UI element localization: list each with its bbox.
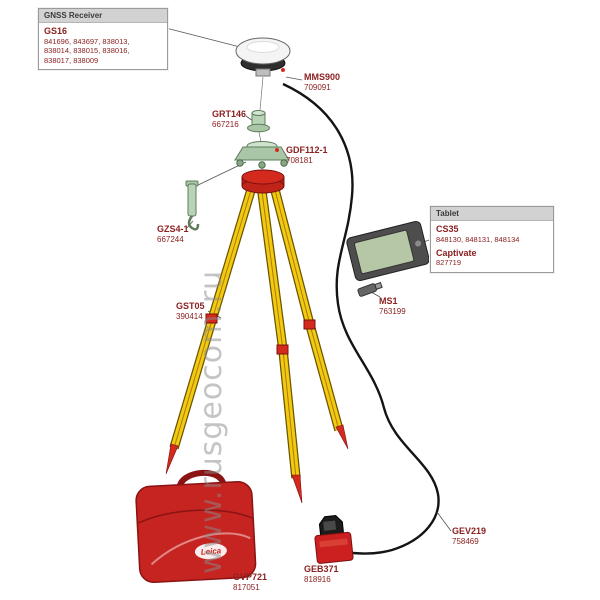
tablet-box-header: Tablet — [431, 207, 553, 221]
receiver-box-header: GNSS Receiver — [39, 9, 167, 23]
grt146-code: 667216 — [212, 119, 239, 129]
ms1-name: MS1 — [379, 296, 398, 306]
grt146-name: GRT146 — [212, 109, 247, 119]
gvp721-case — [135, 469, 257, 584]
label-gzs4: GZS4-1 667244 — [157, 224, 189, 244]
label-gev219: GEV219 758469 — [452, 526, 486, 546]
receiver-model: GS16 — [44, 26, 68, 36]
mms900-name: MMS900 — [304, 72, 341, 82]
receiver-codes-line3: 838017, 838009 — [44, 55, 99, 65]
tablet-device — [346, 221, 430, 281]
label-ms1: MS1 763199 — [379, 296, 406, 316]
geb371-name: GEB371 — [304, 564, 339, 574]
ms1-stick — [357, 281, 383, 297]
ms1-code: 763199 — [379, 306, 406, 316]
gzs4-height-hook — [185, 180, 200, 231]
geb371-battery — [314, 515, 354, 564]
label-grt146: GRT146 667216 — [212, 109, 246, 129]
gev219-name: GEV219 — [452, 526, 487, 536]
gst05-name: GST05 — [176, 301, 205, 311]
gdf112-code: 708181 — [286, 155, 313, 165]
mms900-code: 709091 — [304, 82, 331, 92]
label-gvp721: GVP721 817051 — [233, 572, 267, 592]
receiver-codes-line1: 841696, 843697, 838013, — [44, 37, 130, 46]
gev219-code: 758469 — [452, 536, 479, 546]
gdf112-tribrach — [234, 141, 290, 169]
label-gst05: GST05 390414 — [176, 301, 205, 321]
tablet-model: CS35 — [436, 224, 459, 234]
receiver-codes-line2: 838014, 838015, 838016, — [44, 46, 130, 56]
grt146-carrier — [247, 110, 270, 133]
label-mms900: MMS900 709091 — [304, 72, 340, 92]
gvp721-name: GVP721 — [233, 572, 268, 582]
gdf112-name: GDF112-1 — [286, 145, 328, 155]
tripod — [165, 169, 349, 504]
gnss-antenna — [235, 37, 291, 77]
geb371-code: 818916 — [304, 574, 331, 584]
tablet-codes: 848130, 848131, 848134 — [436, 235, 520, 244]
gst05-code: 390414 — [176, 311, 203, 321]
gzs4-name: GZS4-1 — [157, 224, 189, 234]
tablet-software-code: 827719 — [436, 258, 462, 268]
watermark: www.rusgeocom.ru — [194, 269, 229, 574]
gzs4-code: 667244 — [157, 234, 184, 244]
label-gdf112: GDF112-1 708181 — [286, 145, 328, 165]
label-geb371: GEB371 818916 — [304, 564, 339, 584]
gnss-receiver-info-box: GNSS Receiver GS16 841696, 843697, 83801… — [38, 8, 168, 71]
tablet-software: Captivate — [436, 248, 477, 259]
gev219-cable — [282, 82, 440, 555]
tablet-info-box: Tablet CS35 848130, 848131, 848134 Capti… — [430, 206, 554, 273]
gvp721-code: 817051 — [233, 582, 260, 592]
